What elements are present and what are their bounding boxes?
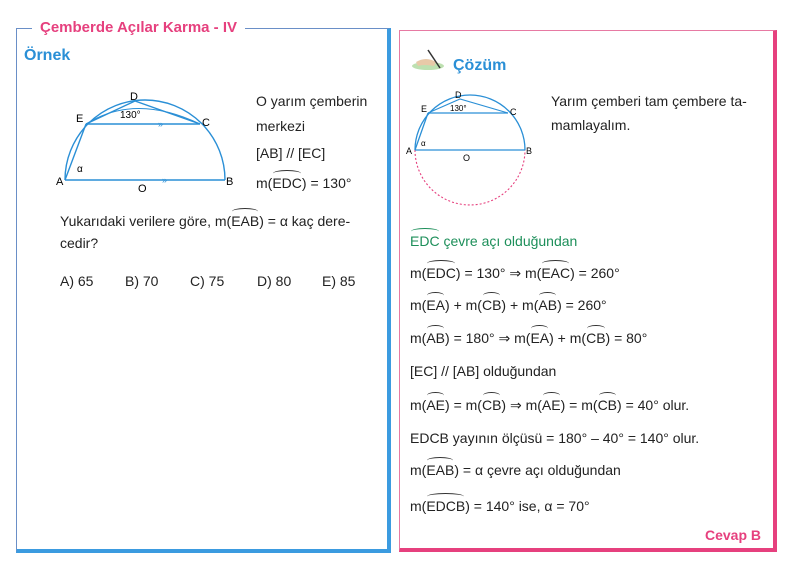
- given-line-1: O yarım çemberin: [256, 93, 368, 109]
- svg-text:130°: 130°: [120, 110, 141, 121]
- pencil-hand-icon: [412, 49, 444, 70]
- step-7: EDCB yayının ölçüsü = 180° – 40° = 140° …: [410, 430, 700, 446]
- question-line-1: Yukarıdaki verilere göre, m(EAB) = α kaç…: [60, 208, 351, 229]
- option-a[interactable]: A) 65: [60, 273, 94, 289]
- example-heading: Örnek: [24, 47, 71, 64]
- svg-text:»: »: [162, 175, 167, 185]
- step-9: m(EDCB) = 140° ise, α = 70°: [410, 493, 590, 514]
- step-2: m(EDC) = 130° ⇒ m(EAC) = 260°: [410, 260, 620, 281]
- svg-text:130°: 130°: [450, 104, 467, 113]
- solution-intro-1: Yarım çemberi tam çembere ta-: [551, 93, 747, 109]
- answer-label: Cevap B: [705, 527, 762, 543]
- option-b[interactable]: B) 70: [125, 273, 159, 289]
- svg-text:»: »: [158, 119, 163, 129]
- svg-text:α: α: [421, 139, 426, 148]
- solution-panel: [399, 30, 777, 552]
- full-circle-diagram: D E C A B O 130° α: [406, 90, 532, 206]
- svg-text:α: α: [77, 164, 83, 175]
- step-5: [EC] // [AB] olduğundan: [410, 363, 557, 379]
- given-line-4: m(EDC) = 130°: [256, 170, 352, 191]
- step-3: m(EA) + m(CB) + m(AB) = 260°: [410, 292, 607, 313]
- option-e[interactable]: E) 85: [322, 273, 356, 289]
- svg-text:B: B: [526, 146, 532, 156]
- svg-text:O: O: [463, 153, 470, 163]
- option-c[interactable]: C) 75: [190, 273, 225, 289]
- svg-text:A: A: [56, 176, 64, 188]
- question-line-2: cedir?: [60, 235, 99, 251]
- svg-text:A: A: [406, 146, 412, 156]
- svg-text:E: E: [76, 113, 83, 125]
- step-4: m(AB) = 180° ⇒ m(EA) + m(CB) = 80°: [410, 325, 648, 346]
- page-title: Çemberde Açılar Karma - IV: [32, 19, 246, 36]
- svg-text:D: D: [455, 90, 462, 100]
- svg-text:E: E: [421, 104, 427, 114]
- svg-text:D: D: [130, 91, 138, 103]
- solution-heading: Çözüm: [453, 57, 507, 74]
- svg-text:C: C: [510, 107, 517, 117]
- option-d[interactable]: D) 80: [257, 273, 292, 289]
- svg-text:B: B: [226, 176, 233, 188]
- step-8: m(EAB) = α çevre açı olduğundan: [410, 457, 621, 478]
- svg-text:C: C: [202, 117, 210, 129]
- step-6: m(AE) = m(CB) ⇒ m(AE) = m(CB) = 40° olur…: [410, 392, 690, 413]
- semicircle-diagram: D E C A B O 130° α » »: [56, 91, 233, 195]
- given-line-2: merkezi: [256, 118, 306, 134]
- step-1: EDC çevre açı olduğundan: [410, 228, 578, 249]
- solution-intro-2: mamlayalım.: [551, 117, 631, 133]
- svg-text:O: O: [138, 183, 147, 195]
- given-line-3: [AB] // [EC]: [256, 145, 326, 161]
